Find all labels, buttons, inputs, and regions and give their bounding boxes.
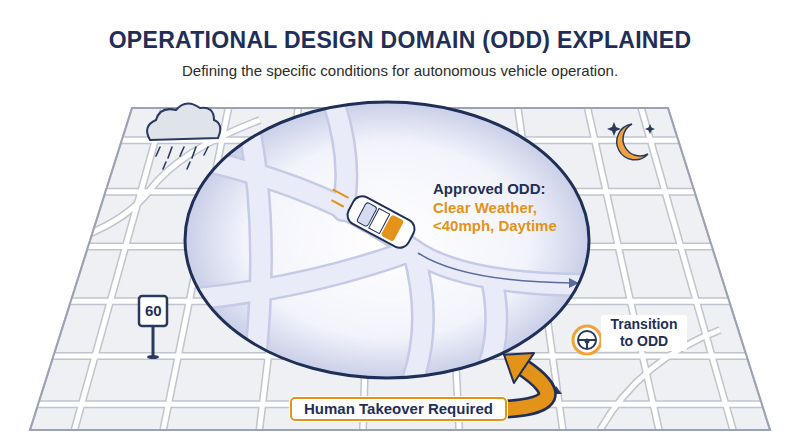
odd-region: Approved ODD:Clear Weather, <40mph, Dayt…: [183, 100, 591, 380]
map-roads: [0, 92, 800, 446]
transition-arrow: [504, 353, 547, 409]
odd-conditions: Clear Weather, <40mph, Daytime: [433, 199, 573, 235]
rain-cloud: [147, 103, 220, 169]
box-label: Human Takeover Required: [304, 400, 493, 418]
title: OPERATIONAL DESIGN DOMAIN (ODD) EXPLAINE…: [0, 27, 800, 54]
takeover-box: Human Takeover Required: [290, 397, 507, 421]
odd-heading: Approved ODD:: [433, 180, 546, 198]
odd-roads: [183, 100, 591, 380]
autonomous-car: [323, 182, 418, 252]
odd-ellipse: [183, 100, 591, 380]
speed-limit: 60: [143, 301, 164, 321]
moon-stars: [607, 122, 655, 160]
speed-sign: [139, 296, 167, 359]
road: [637, 92, 738, 446]
caption: Defining the specific conditions for aut…: [0, 62, 800, 79]
steering-wheel-icon: [573, 326, 601, 354]
transition-label: Transition to ODD: [601, 315, 687, 351]
